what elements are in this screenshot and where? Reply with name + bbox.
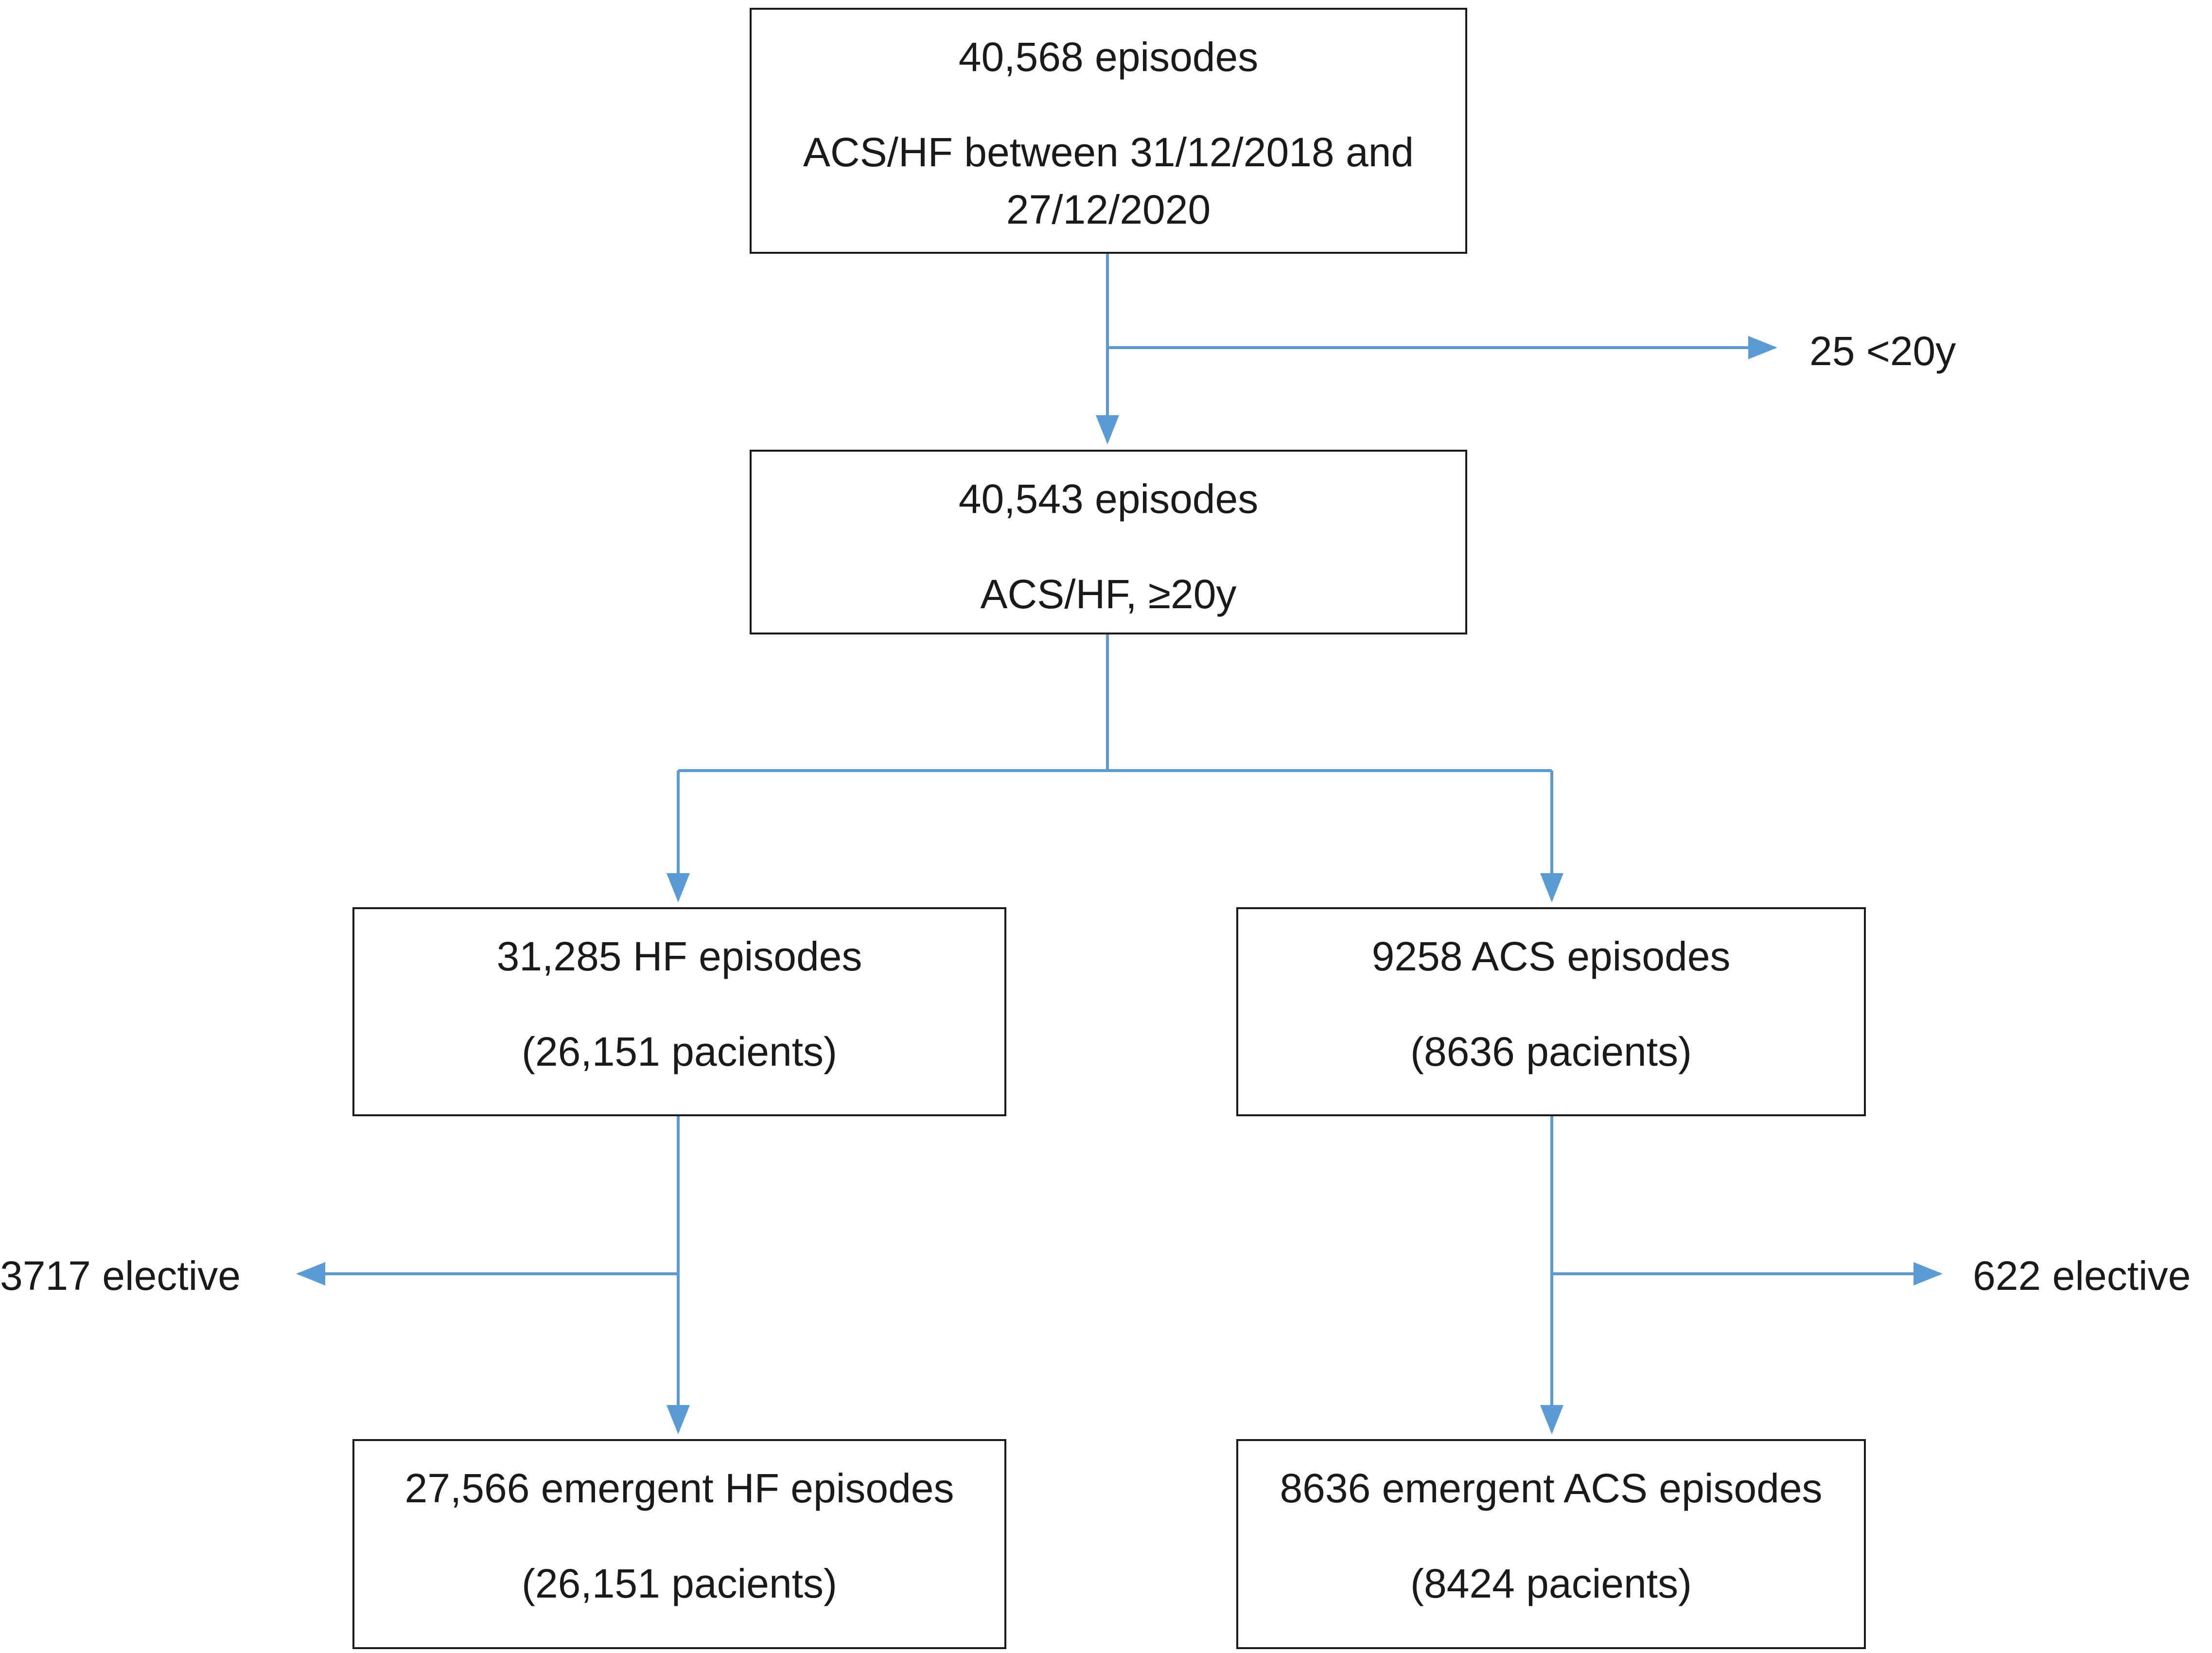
- node-start: 40,568 episodes ACS/HF between 31/12/201…: [750, 8, 1467, 254]
- exclusion-acs-elective: 622 elective: [1973, 1253, 2191, 1299]
- node-acs-episodes: 9258 ACS episodes: [1371, 933, 1731, 979]
- node-hf-episodes: 31,285 HF episodes: [496, 933, 862, 979]
- node-adult-count: 40,543 episodes: [958, 476, 1259, 522]
- node-acs-patients: (8636 pacients): [1410, 1029, 1692, 1074]
- node-start-criteria: ACS/HF between 31/12/2018 and: [803, 129, 1414, 175]
- exclusion-hf-elective: 3717 elective: [0, 1253, 241, 1299]
- node-adult-criteria: ACS/HF, ≥20y: [980, 571, 1237, 617]
- node-adult: 40,543 episodes ACS/HF, ≥20y: [750, 450, 1467, 634]
- node-hf: 31,285 HF episodes (26,151 pacients): [352, 907, 1006, 1116]
- node-acs-emergent-patients: (8424 pacients): [1410, 1561, 1692, 1606]
- node-hf-patients: (26,151 pacients): [521, 1029, 838, 1074]
- node-acs-emergent: 8636 emergent ACS episodes (8424 pacient…: [1236, 1439, 1866, 1649]
- exclusion-under20: 25 <20y: [1809, 328, 1956, 374]
- node-acs-emergent-episodes: 8636 emergent ACS episodes: [1280, 1465, 1823, 1511]
- node-start-date: 27/12/2020: [1006, 187, 1211, 232]
- node-hf-emergent: 27,566 emergent HF episodes (26,151 paci…: [352, 1439, 1006, 1649]
- node-hf-emergent-patients: (26,151 pacients): [521, 1561, 838, 1606]
- node-acs: 9258 ACS episodes (8636 pacients): [1236, 907, 1866, 1116]
- node-hf-emergent-episodes: 27,566 emergent HF episodes: [404, 1465, 954, 1511]
- node-start-count: 40,568 episodes: [958, 34, 1259, 80]
